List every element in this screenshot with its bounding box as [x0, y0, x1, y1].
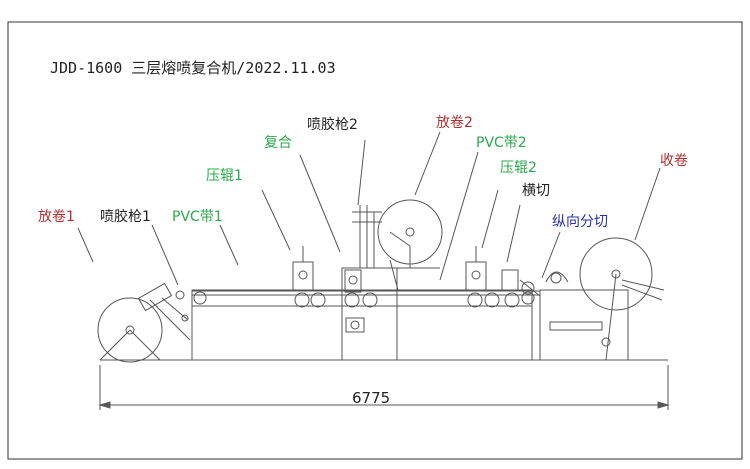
unwind1-roll — [97, 297, 163, 363]
label-unwind1: 放卷1 — [38, 209, 75, 225]
label-laminate: 复合 — [264, 135, 292, 151]
label-cross-cut: 横切 — [522, 183, 550, 199]
cross-cut-unit — [501, 269, 519, 291]
machine-lines — [77, 131, 670, 410]
press-roller2 — [465, 261, 487, 291]
glue-gun2-tower — [341, 267, 398, 361]
label-glue-gun1: 喷胶枪1 — [100, 209, 151, 225]
overall-length-dimension: 6775 — [352, 389, 391, 407]
label-longitudinal-slit: 纵向分切 — [552, 214, 608, 230]
label-press-roller2: 压辊2 — [500, 160, 537, 176]
label-rewind: 收卷 — [660, 153, 688, 169]
label-press-roller1: 压辊1 — [206, 168, 243, 184]
drawing-border — [7, 21, 743, 460]
label-glue-gun2: 喷胶枪2 — [307, 117, 358, 133]
drawing-title: JDD-1600 三层熔喷复合机/2022.11.03 — [50, 59, 336, 77]
label-pvc-belt2: PVC带2 — [476, 135, 527, 151]
press-roller1 — [292, 261, 314, 291]
label-unwind2: 放卷2 — [436, 115, 473, 131]
label-pvc-belt1: PVC带1 — [172, 209, 223, 225]
rewind-roll — [579, 237, 653, 311]
slitter — [521, 281, 535, 295]
